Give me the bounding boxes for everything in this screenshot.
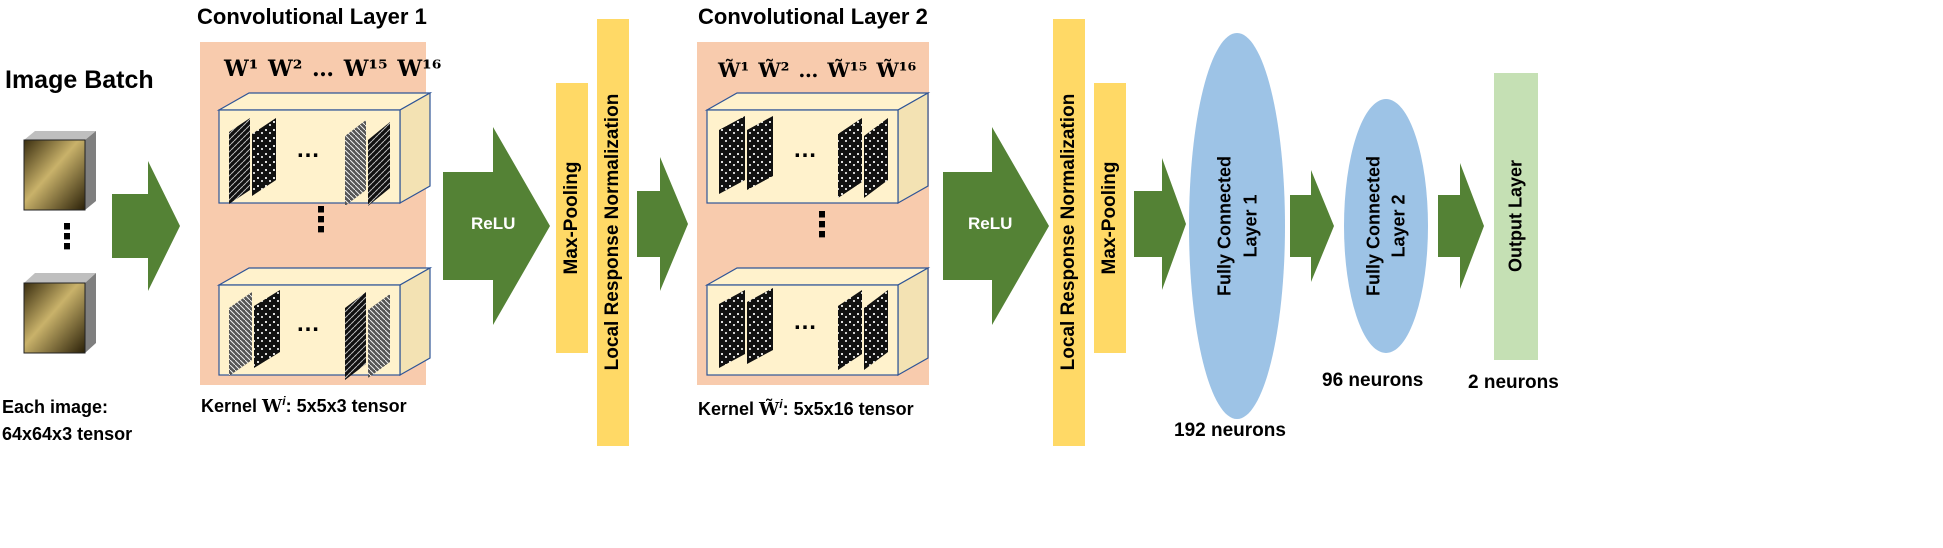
conv2-title: Convolutional Layer 2 <box>698 4 928 29</box>
conv1-weight-2: W² <box>268 56 303 82</box>
input-caption-line1: Each image: <box>2 397 109 417</box>
arrow-to-conv2 <box>637 157 688 291</box>
fc1-label-line2: Layer 1 <box>1240 194 1261 258</box>
arrow-fc2-to-output <box>1438 163 1484 289</box>
conv2-weight-15: W̃¹⁵ <box>827 58 868 82</box>
relu1-label: ReLU <box>471 214 516 233</box>
fc1-ellipse <box>1189 33 1285 419</box>
conv2-kernel-suffix: : 5x5x16 tensor <box>782 399 914 419</box>
conv2-volume-top-ellipsis: … <box>793 136 817 163</box>
conv1-weight-ellipsis: … <box>312 56 335 82</box>
maxpool2-bar <box>1094 83 1126 353</box>
fc2-caption: 96 neurons <box>1322 370 1424 391</box>
conv1-kernel-superscript: i <box>282 394 286 408</box>
maxpool1-label: Max-Pooling <box>561 161 582 275</box>
conv2-weight-16: W̃¹⁶ <box>876 58 917 82</box>
fc2-label-line2: Layer 2 <box>1388 194 1409 258</box>
conv1-kernel-symbol: W <box>262 396 283 417</box>
lrn2-bar <box>1053 19 1085 446</box>
conv2-volume-bottom-ellipsis: … <box>793 308 817 335</box>
conv1-weights: W¹ W² … W¹⁵ W¹⁶ <box>224 56 441 82</box>
lrn1-label: Local Response Normalization <box>602 93 623 371</box>
output-bar <box>1494 73 1538 360</box>
fc2-label-line1: Fully Connected <box>1363 155 1384 297</box>
conv2-weights: W̃¹ W̃² … W̃¹⁵ W̃¹⁶ <box>718 58 916 82</box>
input-vertical-ellipsis: ⋮ <box>50 218 84 256</box>
input-image-bottom <box>23 273 96 354</box>
fc2-ellipse <box>1344 99 1428 353</box>
conv2-kernel-superscript: i <box>779 397 783 411</box>
conv1-weight-16: W¹⁶ <box>397 56 442 82</box>
arrow-fc1-to-fc2 <box>1290 170 1334 282</box>
conv1-vertical-ellipsis: ⋮ <box>304 201 338 239</box>
conv2-kernel-caption: Kernel W̃i: 5x5x16 tensor <box>698 397 914 420</box>
conv1-weight-1: W¹ <box>224 56 259 82</box>
conv1-weight-15: W¹⁵ <box>343 56 388 82</box>
input-image-top <box>23 131 96 211</box>
input-title: Image Batch <box>5 66 154 94</box>
conv1-volume-top-ellipsis: … <box>296 136 320 163</box>
arrow-input-to-conv1 <box>112 161 180 291</box>
fc1-caption: 192 neurons <box>1174 420 1286 441</box>
conv2-kernel-prefix: Kernel <box>698 399 760 419</box>
conv1-kernel-caption: Kernel Wi: 5x5x3 tensor <box>201 394 407 417</box>
lrn2-label: Local Response Normalization <box>1058 93 1079 371</box>
arrow-relu1 <box>443 127 550 325</box>
maxpool2-label: Max-Pooling <box>1099 161 1120 275</box>
conv2-volume-bottom <box>704 266 931 377</box>
arrow-to-fc1 <box>1134 158 1186 290</box>
output-label: Output Layer <box>1505 159 1526 273</box>
conv1-kernel-suffix: : 5x5x3 tensor <box>285 396 407 416</box>
conv1-title: Convolutional Layer 1 <box>197 4 427 29</box>
input-caption-line2: 64x64x3 tensor <box>2 424 133 444</box>
conv2-vertical-ellipsis: ⋮ <box>805 206 839 244</box>
arrow-relu2 <box>943 127 1049 325</box>
conv2-weight-1: W̃¹ <box>718 58 750 82</box>
conv1-kernel-prefix: Kernel <box>201 396 263 416</box>
conv2-weight-2: W̃² <box>758 58 790 82</box>
conv1-volume-bottom-ellipsis: … <box>296 310 320 337</box>
conv2-kernel-symbol: W̃ <box>759 399 780 420</box>
relu2-label: ReLU <box>968 214 1013 233</box>
output-caption: 2 neurons <box>1468 372 1559 393</box>
maxpool1-bar <box>556 83 588 353</box>
lrn1-bar <box>597 19 629 446</box>
conv1-volume-bottom <box>216 266 433 380</box>
conv2-weight-ellipsis: … <box>798 58 819 82</box>
conv2-volume-top <box>704 91 931 205</box>
fc1-label-line1: Fully Connected <box>1214 155 1235 297</box>
conv1-volume-top <box>216 91 433 206</box>
